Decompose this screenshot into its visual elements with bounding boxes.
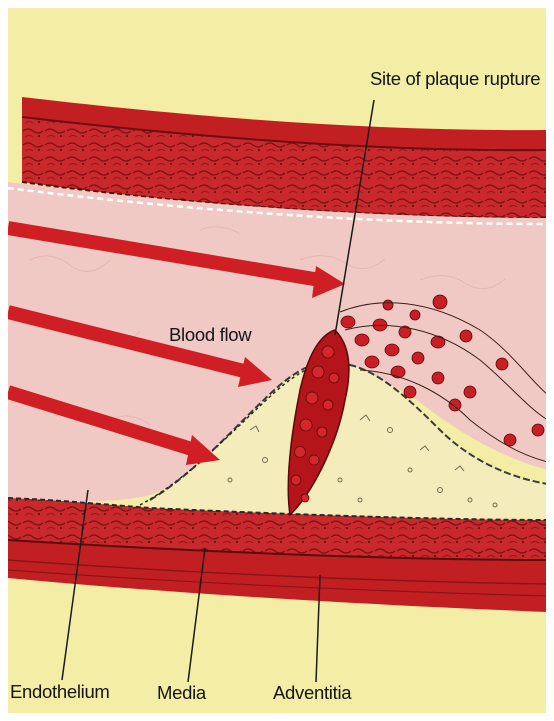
label-blood-flow: Blood flow <box>169 326 251 345</box>
label-media: Media <box>157 684 206 703</box>
label-endothelium: Endothelium <box>10 683 110 702</box>
label-site-of-plaque-rupture: Site of plaque rupture <box>370 70 540 89</box>
label-adventitia: Adventitia <box>273 684 351 703</box>
